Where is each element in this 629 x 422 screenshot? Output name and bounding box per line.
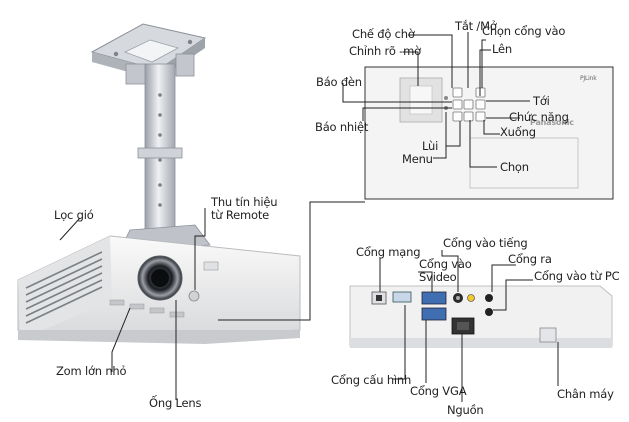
control-panel-view	[364, 66, 614, 200]
pjlink-badge: PJLink	[580, 75, 597, 82]
brand-logo: Panasonic	[530, 118, 574, 127]
label-vga-port: Cổng VGA	[410, 384, 467, 398]
label-focus: Chỉnh rõ -mờ	[349, 44, 421, 58]
label-air-filter: Lọc gió	[54, 208, 94, 222]
label-stand: Chân máy	[557, 387, 614, 401]
label-lan-port: Cổng mạng	[356, 245, 421, 259]
projector-front	[17, 235, 301, 344]
label-input-select: Chọn cổng vào	[482, 24, 566, 38]
label-temp-indicator: Báo nhiệt	[315, 120, 369, 134]
label-lamp-indicator: Báo đèn	[316, 75, 362, 89]
label-pc-in: Cổng vào từ PC	[534, 269, 620, 283]
label-menu: Menu	[402, 152, 433, 166]
label-left: Lùi	[422, 139, 439, 153]
rear-panel-view	[349, 285, 613, 348]
label-remote-receiver: Thu tín hiệu từ Remote	[211, 195, 278, 222]
label-svideo-in: Cổng vào Svideo	[419, 257, 472, 284]
label-down: Xuống	[500, 125, 536, 139]
label-power-socket: Nguồn	[447, 403, 484, 417]
label-audio-in: Cổng vào tiếng	[443, 236, 528, 250]
label-enter: Chọn	[500, 160, 529, 174]
label-function: Chức năng	[509, 110, 569, 124]
label-standby: Chế độ chờ	[352, 27, 415, 41]
ceiling-mount	[90, 23, 211, 251]
label-up: Lên	[492, 42, 512, 56]
label-power: Tắt /Mở	[455, 19, 497, 33]
label-lens: Ống Lens	[149, 396, 202, 410]
label-zoom: Zom lớn nhỏ	[56, 364, 127, 378]
label-right: Tới	[533, 94, 550, 108]
label-config-port: Cổng cấu hình	[331, 373, 412, 387]
label-output: Cổng ra	[508, 252, 552, 266]
leader-lines	[59, 32, 559, 402]
